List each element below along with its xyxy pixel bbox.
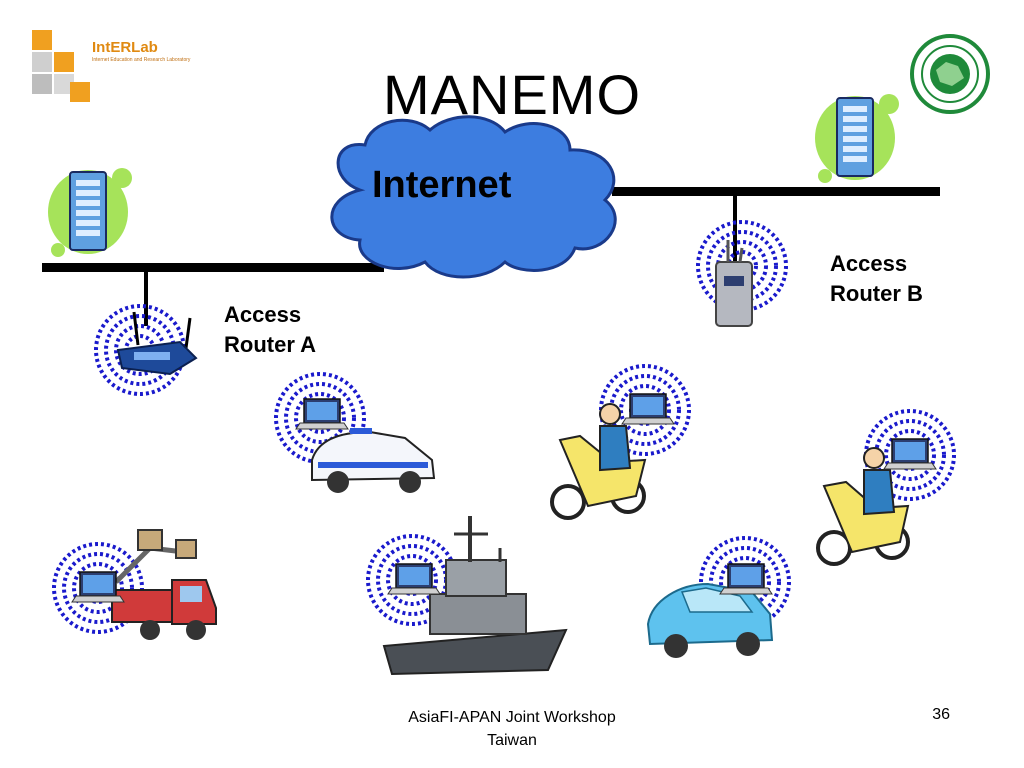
interlab-logo [30,26,210,106]
internet-cloud-icon [330,115,617,279]
server-icon-left [47,167,133,258]
car-icon [646,582,774,658]
router-a-drop [144,270,148,326]
router-b-label-line1: Access [830,251,908,276]
logo-subtitle: Internet Education and Research Laborato… [92,57,191,63]
motorcycle-rider-icon [816,447,910,566]
slide-title: MANEMO [383,63,641,126]
ait-seal-icon [910,34,990,114]
router-a-label-line2: Router A [224,332,317,357]
warship-icon [382,516,568,676]
fire-truck-icon [111,529,217,640]
footer-line1: AsiaFI-APAN Joint Workshop [408,709,616,726]
network-line-a [42,263,384,272]
laptop-icon [621,393,675,425]
server-icon-right [814,93,900,184]
laptop-icon [883,438,937,470]
router-b-label: Access Router B [830,249,923,309]
router-a-label-line1: Access [224,302,302,327]
laptop-icon [387,563,441,595]
wireless-router-icon [116,311,198,376]
laptop-icon [71,571,125,603]
logo-name: IntERLab [92,39,158,56]
footer-line2: Taiwan [487,732,537,749]
laptop-icon [295,398,349,430]
network-line-b [612,187,940,196]
motorcycle-rider-icon [550,403,647,520]
internet-label: Internet [372,164,512,206]
page-number: 36 [932,706,950,723]
footer-text: AsiaFI-APAN Joint Workshop Taiwan [372,706,652,752]
police-car-icon [311,428,436,493]
router-a-label: Access Router A [224,300,316,360]
laptop-icon [719,563,773,595]
router-b-drop [733,194,737,270]
access-point-icon [715,240,753,327]
router-b-label-line2: Router B [830,281,923,306]
